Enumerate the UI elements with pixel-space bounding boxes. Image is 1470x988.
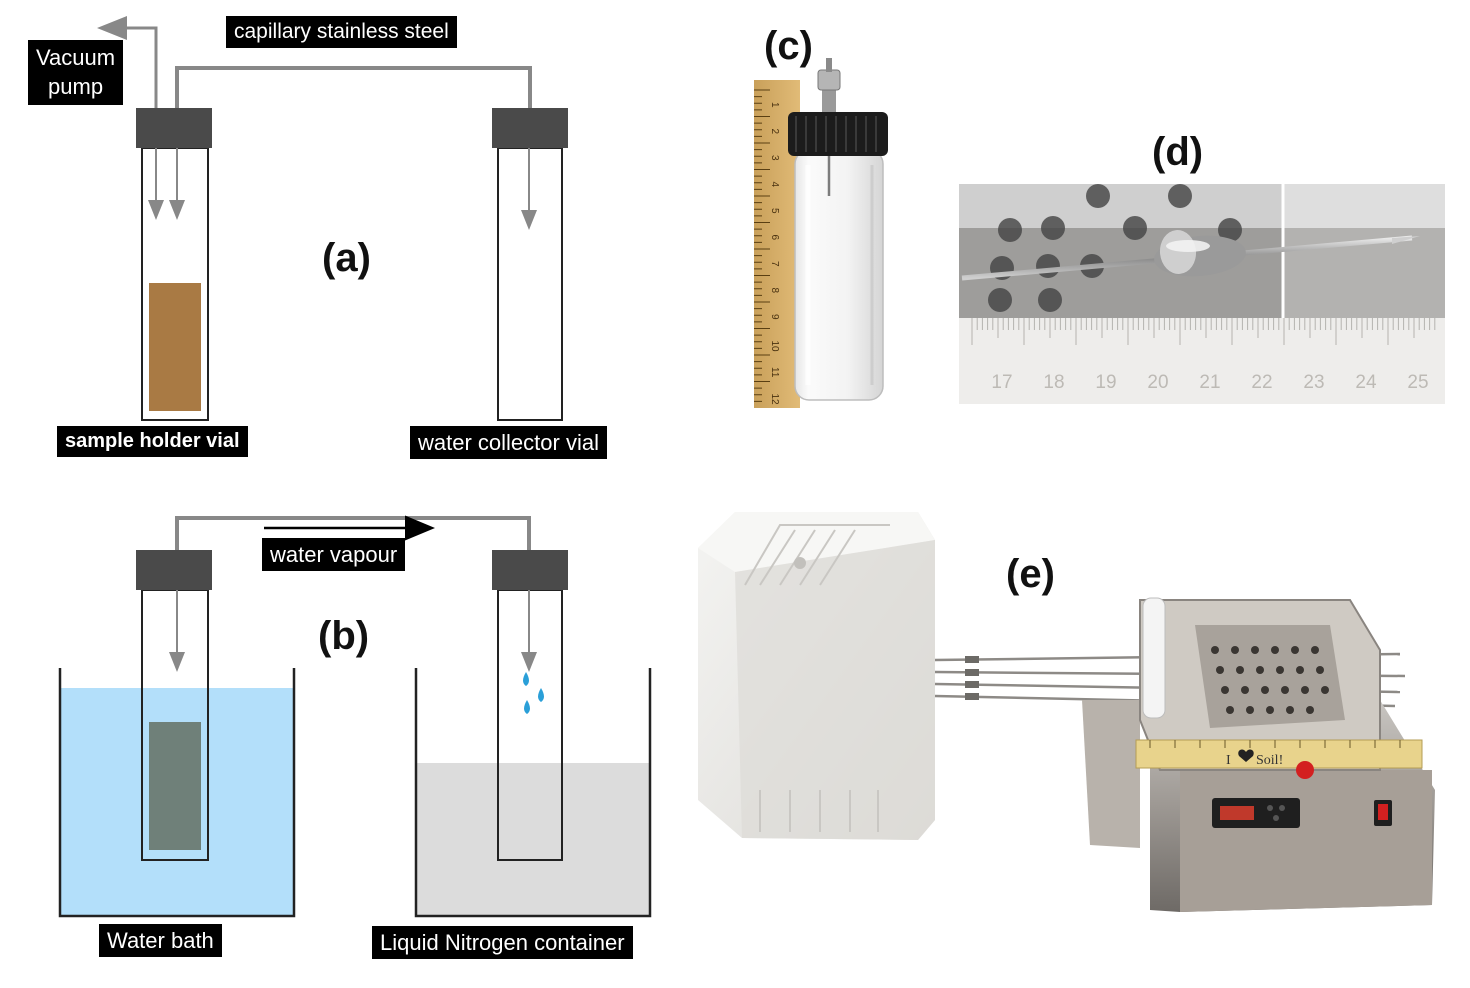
- vial-screw-cap: [788, 112, 888, 156]
- water-droplet-icon: [538, 688, 544, 702]
- ruler-text: Soil!: [1256, 753, 1283, 768]
- ruler-tick-label: 10: [769, 341, 780, 353]
- liquid-nitrogen: [416, 763, 650, 916]
- sample-holder-cap: [136, 108, 212, 148]
- red-knob: [1296, 761, 1314, 779]
- ruler-text: I: [1226, 753, 1231, 768]
- ruler-tick-label: 12: [769, 394, 780, 406]
- ruler-tick-label: 20: [1147, 372, 1168, 393]
- ruler-tick-label: 6: [769, 235, 780, 241]
- capillary-tube: [175, 66, 532, 108]
- ruler-tick-label: 22: [1251, 372, 1272, 393]
- sample-holder-cap: [136, 550, 212, 590]
- panel-b-schematic: [58, 515, 652, 918]
- ruler-tick-label: 9: [769, 314, 780, 320]
- frozen-sample: [149, 722, 201, 850]
- ruler-tick-label: 21: [1199, 372, 1220, 393]
- panel-a-schematic: [97, 16, 568, 421]
- water-collector-cap: [492, 550, 568, 590]
- ruler-tick-label: 18: [1043, 372, 1064, 393]
- ruler-tick-label: 23: [1303, 372, 1324, 393]
- soil-sample: [149, 283, 201, 411]
- panel-c-letter: (c): [764, 24, 813, 68]
- ruler-ticks: 17 18 19 20 21 22 23 24 25: [971, 318, 1436, 393]
- water-bath-label: Water bath: [99, 924, 222, 958]
- water-collector-vial-label: water collector vial: [410, 426, 607, 460]
- nitrogen-container: [414, 668, 652, 918]
- ruler-tick-label: 2: [769, 129, 780, 135]
- water-collector-cap: [492, 108, 568, 148]
- sample-holder-vial-label: sample holder vial: [57, 426, 248, 457]
- ruler-tick-label: 17: [991, 372, 1012, 393]
- ruler-tick-label: 19: [1095, 372, 1116, 393]
- water-droplet-icon: [523, 672, 529, 686]
- ruler-tick-label: 11: [769, 367, 780, 378]
- ruler-tick-label: 4: [769, 182, 780, 188]
- ruler-tick-label: 7: [769, 261, 780, 267]
- heart-icon: [1238, 749, 1254, 762]
- ruler-tick-label: 1: [769, 102, 780, 108]
- needle-holder-bar: [1142, 597, 1166, 719]
- yellow-ruler: [1135, 739, 1423, 769]
- panel-d-photo: 17 18 19 20 21 22 23 24 25: [959, 184, 1445, 404]
- ruler-tick-label: 24: [1355, 372, 1377, 393]
- ruler-tick-label: 25: [1407, 372, 1428, 393]
- water-droplet-icon: [524, 700, 530, 714]
- water-vapour-label: water vapour: [262, 538, 406, 572]
- panel-e-photo: I Soil!: [698, 512, 1435, 912]
- ruler-tick-label: 8: [769, 288, 780, 294]
- panel-a-letter: (a): [322, 236, 371, 280]
- white-ruler: [959, 318, 1445, 404]
- liquid-nitrogen-label: Liquid Nitrogen container: [372, 926, 633, 960]
- vacuum-pump-label-line1: Vacuum: [36, 45, 116, 70]
- panel-b-letter: (b): [318, 614, 370, 658]
- capillary-tube: [175, 516, 531, 552]
- capillary-label: capillary stainless steel: [226, 16, 457, 49]
- water-bath-container: [58, 668, 296, 918]
- panel-d-letter: (d): [1152, 130, 1204, 174]
- ruler-tick-label: 5: [769, 208, 780, 214]
- temperature-display: [1212, 798, 1300, 828]
- vacuum-pump-label: Vacuum pump: [28, 40, 124, 106]
- ruler-tick-label: 3: [769, 155, 780, 161]
- vacuum-pump-label-line2: pump: [48, 73, 104, 99]
- vacuum-line: [97, 16, 158, 108]
- panel-e-letter: (e): [1006, 552, 1055, 596]
